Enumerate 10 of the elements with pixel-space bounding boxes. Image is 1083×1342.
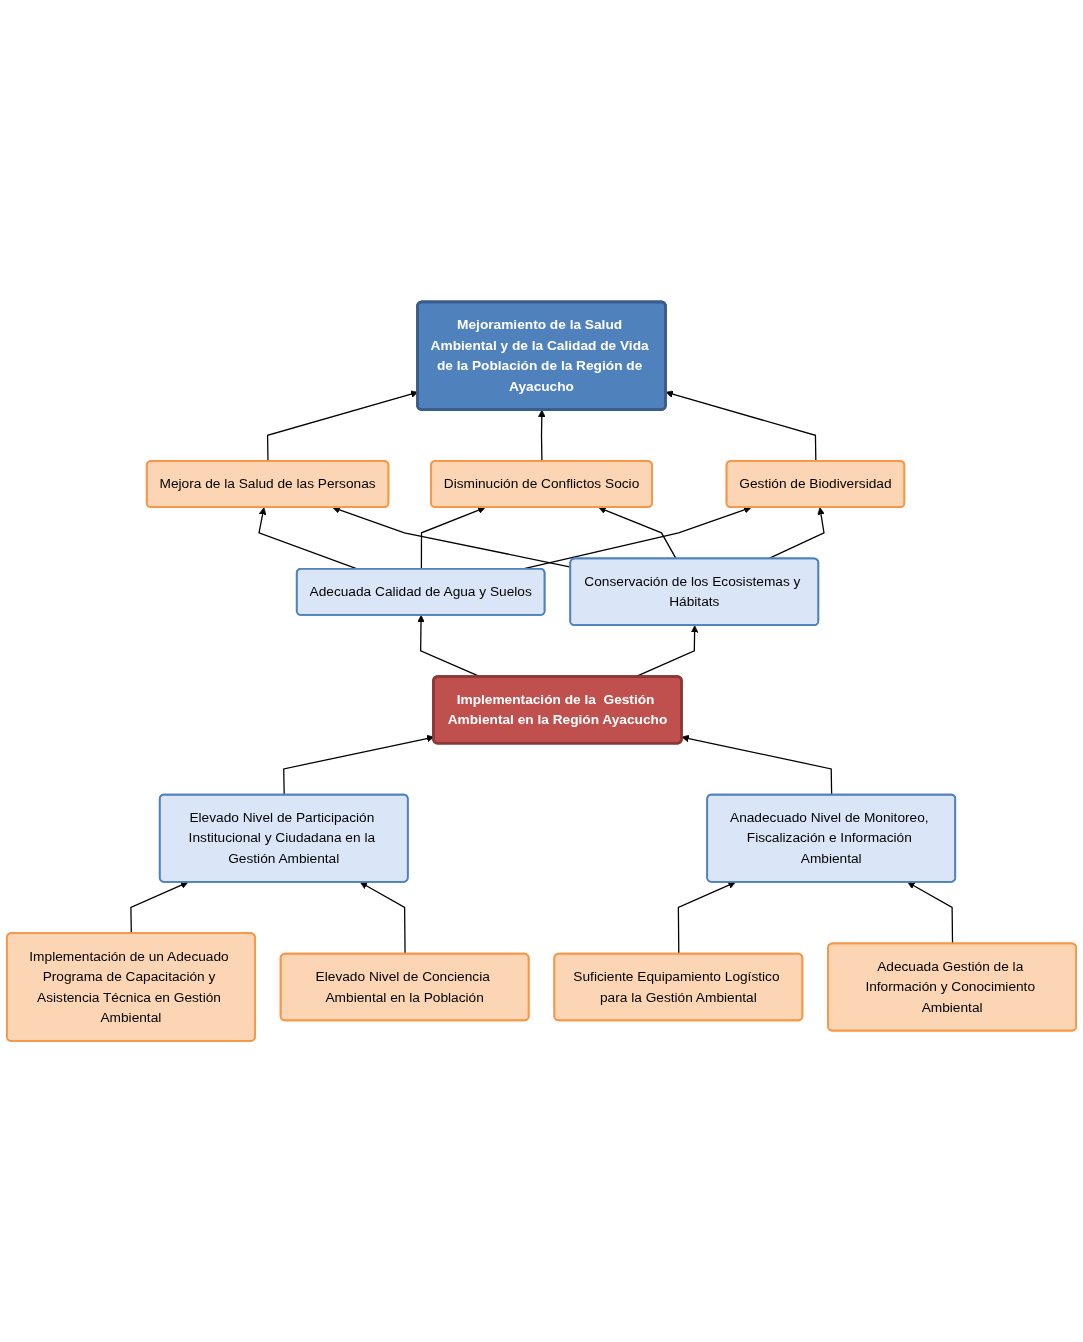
arrow <box>677 881 736 955</box>
arrow <box>665 390 817 462</box>
arrow <box>681 734 833 796</box>
arrow <box>420 506 486 570</box>
arrow <box>598 506 677 560</box>
arrow <box>907 881 954 945</box>
arrow <box>538 409 546 462</box>
arrow <box>130 881 189 934</box>
arrow <box>767 506 825 560</box>
arrow <box>359 881 406 955</box>
